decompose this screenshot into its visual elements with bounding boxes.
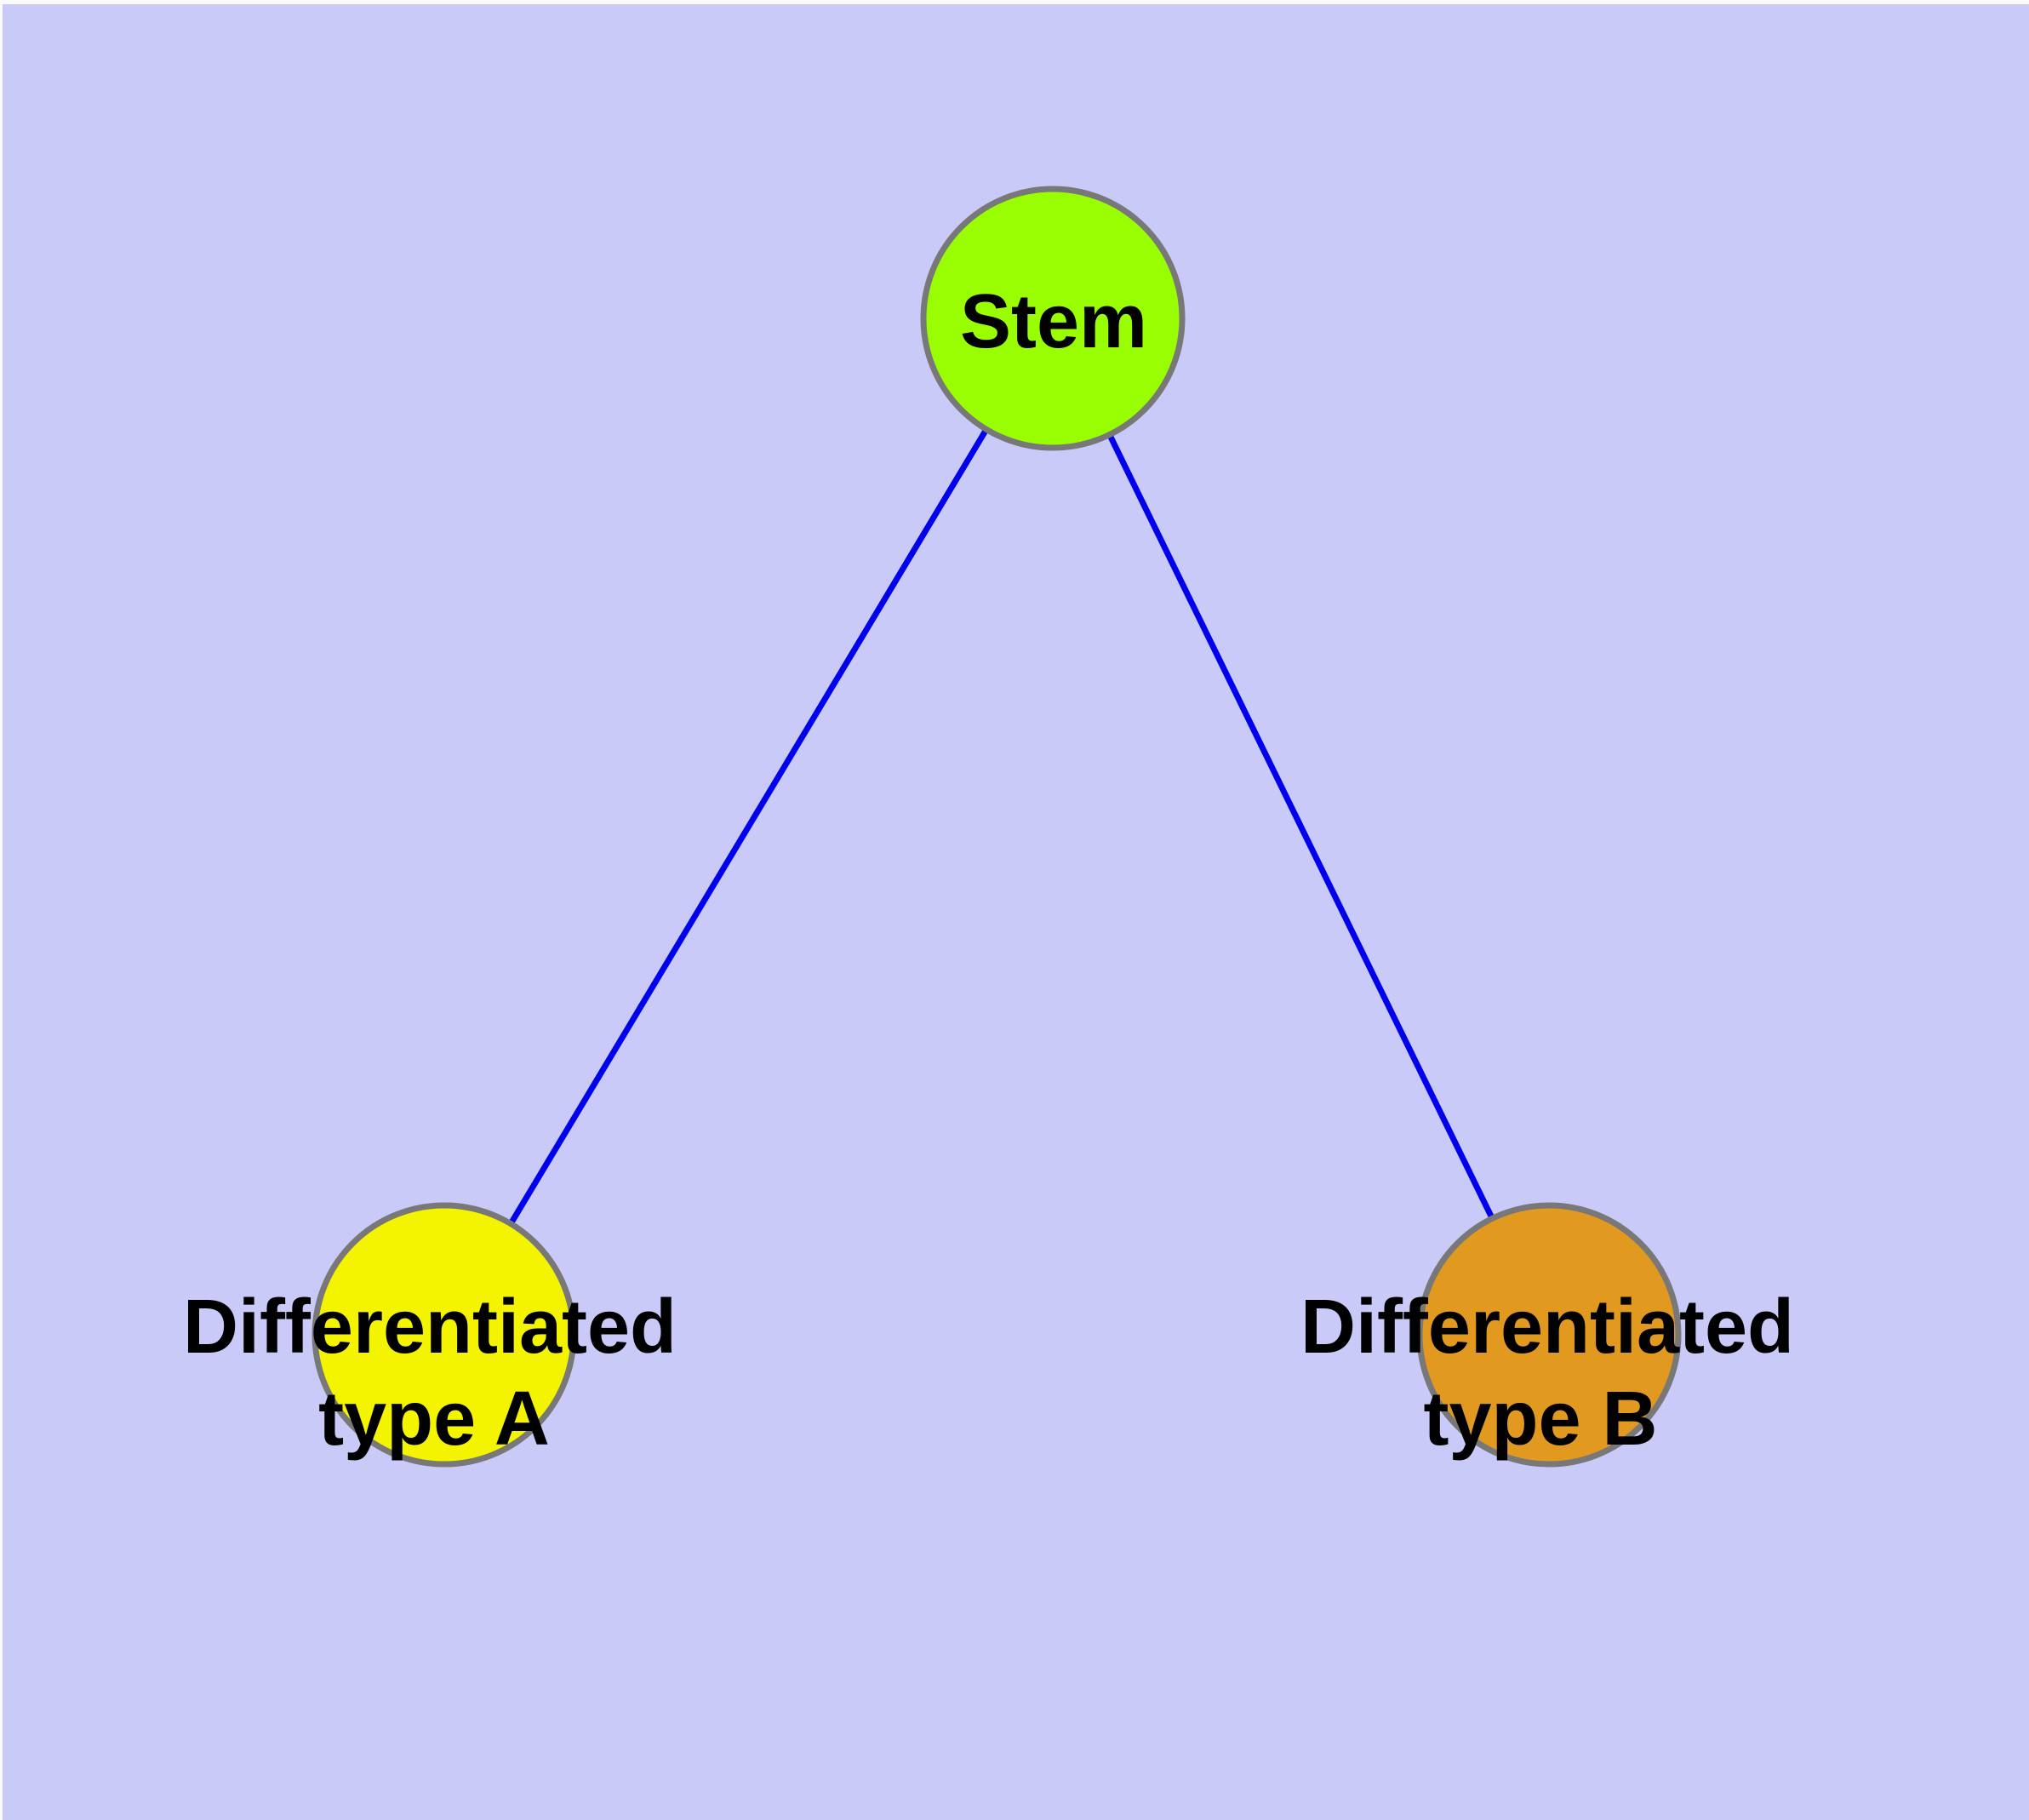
node-stem	[920, 186, 1186, 451]
node-stem-label: Stem	[960, 279, 1147, 364]
edge-stem-to-type-a	[441, 317, 1056, 1336]
node-differentiated-type-a	[311, 1202, 577, 1468]
edge-stem-to-type-b	[1049, 317, 1552, 1336]
node-differentiated-type-b	[1416, 1202, 1682, 1468]
node-type-b-label-line2: type B	[1423, 1376, 1657, 1462]
node-type-a-label-line1: Differentiated	[183, 1285, 677, 1370]
node-type-b-label-line1: Differentiated	[1300, 1285, 1794, 1370]
node-type-a-label-line2: type A	[318, 1376, 550, 1462]
